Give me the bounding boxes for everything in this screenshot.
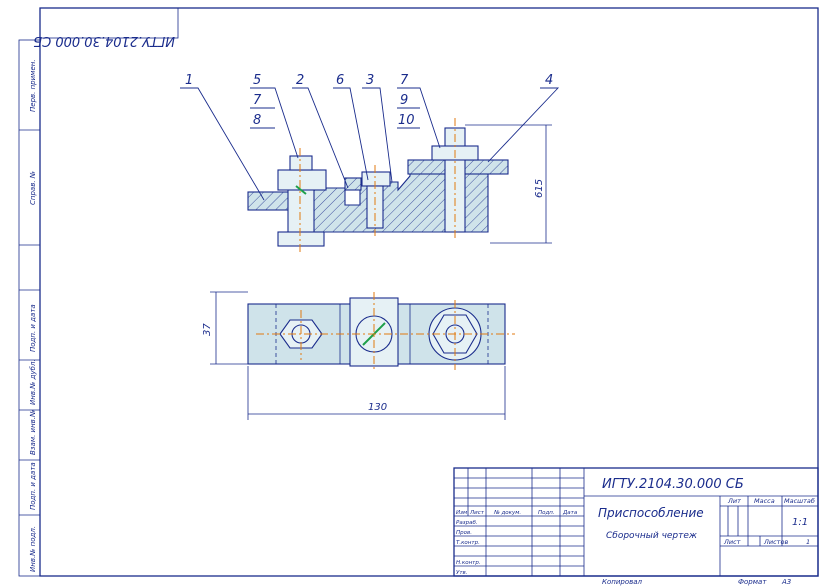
callout-10: 10 [398, 113, 415, 128]
format-value: А3 [781, 578, 791, 586]
role-nkontr: Н.контр. [456, 560, 481, 566]
role-prov: Пров. [456, 530, 472, 536]
row-list: Лист [469, 510, 485, 516]
role-razrab: Разраб. [456, 520, 478, 526]
side-labels: Перв. примен. Справ. № Подп. и дата Инв.… [29, 59, 37, 572]
row-izm: Изм [456, 510, 467, 516]
side-label-5: Взам. инв.№ [29, 410, 37, 455]
side-label-6: Подп. и дата [29, 462, 37, 510]
callout-3: 3 [366, 73, 374, 88]
title-doc-code: ИГТУ.2104.30.000 СБ [602, 477, 744, 492]
callout-leaders [180, 87, 560, 201]
side-label-4: Инв.№ дубл. [29, 359, 37, 405]
title-name: Приспособление [598, 506, 704, 520]
dim-length: 130 [247, 366, 506, 420]
title-doc-type: Сборочный чертеж [606, 531, 698, 541]
scale-value: 1:1 [792, 517, 808, 528]
mirrored-stamp: ИГТУ.2104.30.000 СБ [33, 33, 175, 48]
callout-2: 2 [296, 73, 304, 88]
row-docnum: № докум. [493, 510, 521, 516]
callout-5: 5 [253, 73, 261, 88]
side-label-2: Справ. № [29, 171, 37, 205]
col-lit: Лит [727, 497, 741, 505]
dim-height-label: 615 [534, 179, 545, 198]
callout-labels: 1 5 7 8 2 6 3 7 9 10 4 [185, 73, 553, 128]
callout-7b: 7 [400, 73, 409, 88]
format-label: Формат [738, 578, 767, 586]
mirrored-stamp-box [39, 7, 179, 39]
dim-length-label: 130 [368, 402, 387, 413]
dim-width: 37 [202, 291, 248, 365]
role-tkontr: Т.контр. [456, 540, 480, 546]
side-label-1: Перв. примен. [29, 59, 37, 112]
callout-8: 8 [253, 113, 261, 128]
nut-lower-left [277, 231, 325, 247]
title-block: ИГТУ.2104.30.000 СБ Приспособление Сборо… [453, 467, 819, 577]
side-label-7: Инв.№ подл. [29, 526, 37, 572]
dim-width-label: 37 [202, 323, 213, 336]
stud-top-left [289, 155, 313, 171]
callout-6: 6 [336, 73, 344, 88]
side-label-3: Подп. и дата [29, 304, 37, 352]
col-scale: Масштаб [784, 497, 815, 505]
nut-left [277, 169, 327, 191]
callout-9: 9 [400, 93, 408, 108]
callout-1: 1 [185, 73, 193, 88]
sheets-label: Листов [763, 538, 788, 546]
dim-height: 615 [465, 124, 552, 244]
col-mass: Масса [754, 497, 775, 505]
copied-label: Копировал [602, 578, 643, 586]
side-column [18, 39, 41, 577]
top-view [247, 292, 515, 372]
sheets-value: 1 [806, 538, 810, 546]
callout-4: 4 [545, 73, 553, 88]
sheet-label: Лист [723, 538, 741, 546]
row-sign: Подп. [538, 510, 555, 516]
callout-7a: 7 [253, 93, 262, 108]
front-view [247, 118, 509, 252]
role-utv: Утв. [456, 570, 468, 576]
row-date: Дата [562, 510, 578, 516]
screw-head [361, 171, 391, 187]
